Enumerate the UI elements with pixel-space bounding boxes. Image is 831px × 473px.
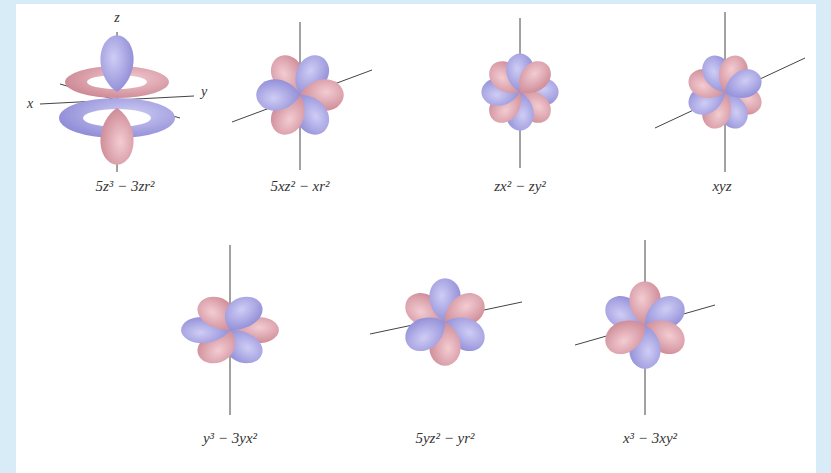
axis-label: x <box>27 96 33 112</box>
orbital-caption: xyz <box>712 178 731 195</box>
orbital-caption: 5z³ − 3zr² <box>95 178 154 195</box>
orbital-fyz2 <box>399 278 490 366</box>
orbital-caption: x³ − 3xy² <box>623 430 677 447</box>
orbital-fx3 <box>599 281 690 369</box>
axis-lines <box>40 12 805 415</box>
orbital-caption: zx² − zy² <box>494 178 546 195</box>
axis-label: z <box>114 10 119 26</box>
orbital-caption: 5xz² − xr² <box>270 178 329 195</box>
orbital-fz3 <box>59 35 175 164</box>
orbital-fxyz <box>684 51 766 133</box>
orbital-caption: y³ − 3yx² <box>203 430 257 447</box>
orbital-fy3 <box>181 292 279 369</box>
axis-label: y <box>201 84 207 100</box>
orbital-fxz2 <box>256 49 344 140</box>
orbital-fzx2y2 <box>481 53 558 130</box>
orbital-caption: 5yz² − yr² <box>415 430 474 447</box>
